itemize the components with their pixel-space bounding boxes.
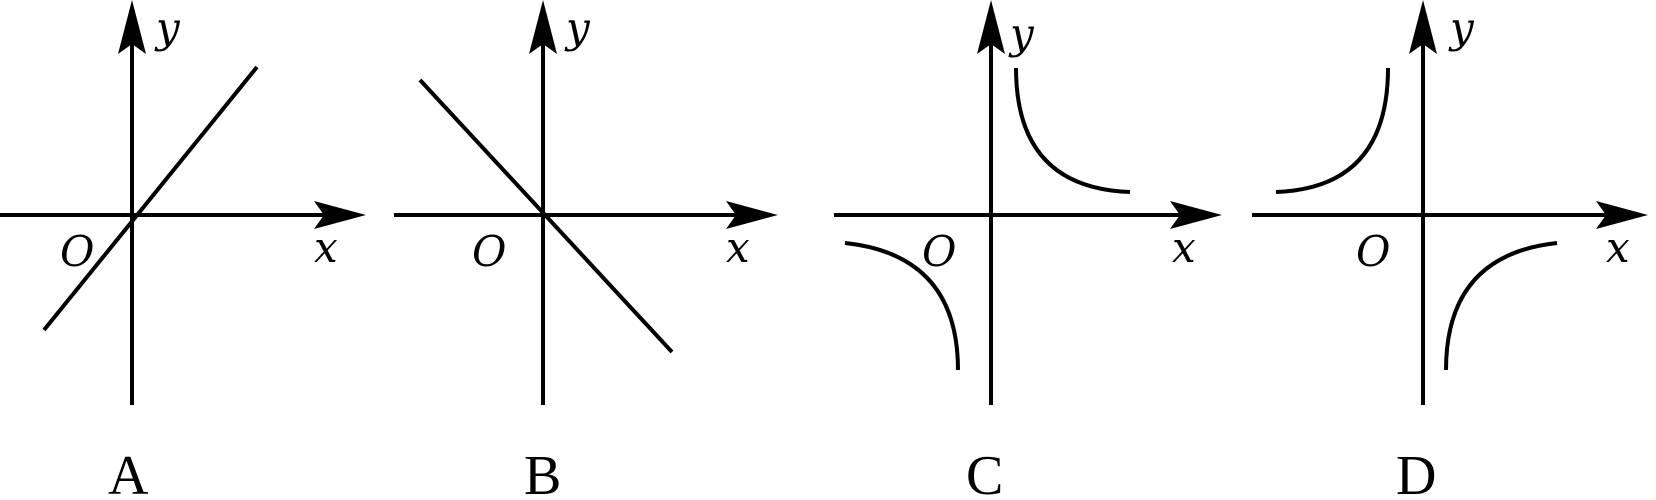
hyperbola-branch-quadrant-iii (844, 241, 960, 371)
y-axis-label: y (564, 3, 591, 52)
panel-d: y x O D (1252, 0, 1648, 500)
origin-label: O (472, 227, 506, 276)
origin-label: O (1356, 227, 1390, 276)
origin-label: O (60, 227, 94, 276)
y-axis-label: y (1448, 3, 1475, 52)
y-axis-arrow-icon (529, 0, 557, 54)
x-axis-arrow-icon (1596, 201, 1648, 229)
hyperbola-branch-quadrant-i (1014, 67, 1131, 194)
panel-c: y x O C (834, 0, 1222, 500)
x-axis-label: x (1606, 223, 1630, 272)
graph-line-positive-slope (42, 65, 259, 332)
graph-line-negative-slope (418, 78, 674, 354)
origin-label: O (922, 227, 956, 276)
option-label: C (966, 445, 1003, 500)
panel-a: y x O A (0, 0, 366, 500)
panel-b: y x O B (394, 0, 778, 500)
y-axis-label: y (1008, 9, 1035, 58)
option-label: D (1396, 445, 1436, 500)
hyperbola-branch-quadrant-ii (1275, 67, 1390, 194)
y-axis-arrow-icon (1409, 0, 1437, 54)
x-axis-arrow-icon (726, 201, 778, 229)
y-axis-arrow-icon (118, 0, 146, 54)
y-axis-arrow-icon (977, 0, 1005, 54)
x-axis-arrow-icon (1170, 201, 1222, 229)
hyperbola-branch-quadrant-iv (1444, 241, 1558, 371)
x-axis-label: x (726, 223, 750, 272)
x-axis-label: x (314, 223, 338, 272)
option-label: A (108, 445, 149, 500)
x-axis-label: x (1172, 223, 1196, 272)
x-axis-arrow-icon (314, 201, 366, 229)
option-label: B (524, 445, 561, 500)
y-axis-label: y (154, 3, 181, 52)
